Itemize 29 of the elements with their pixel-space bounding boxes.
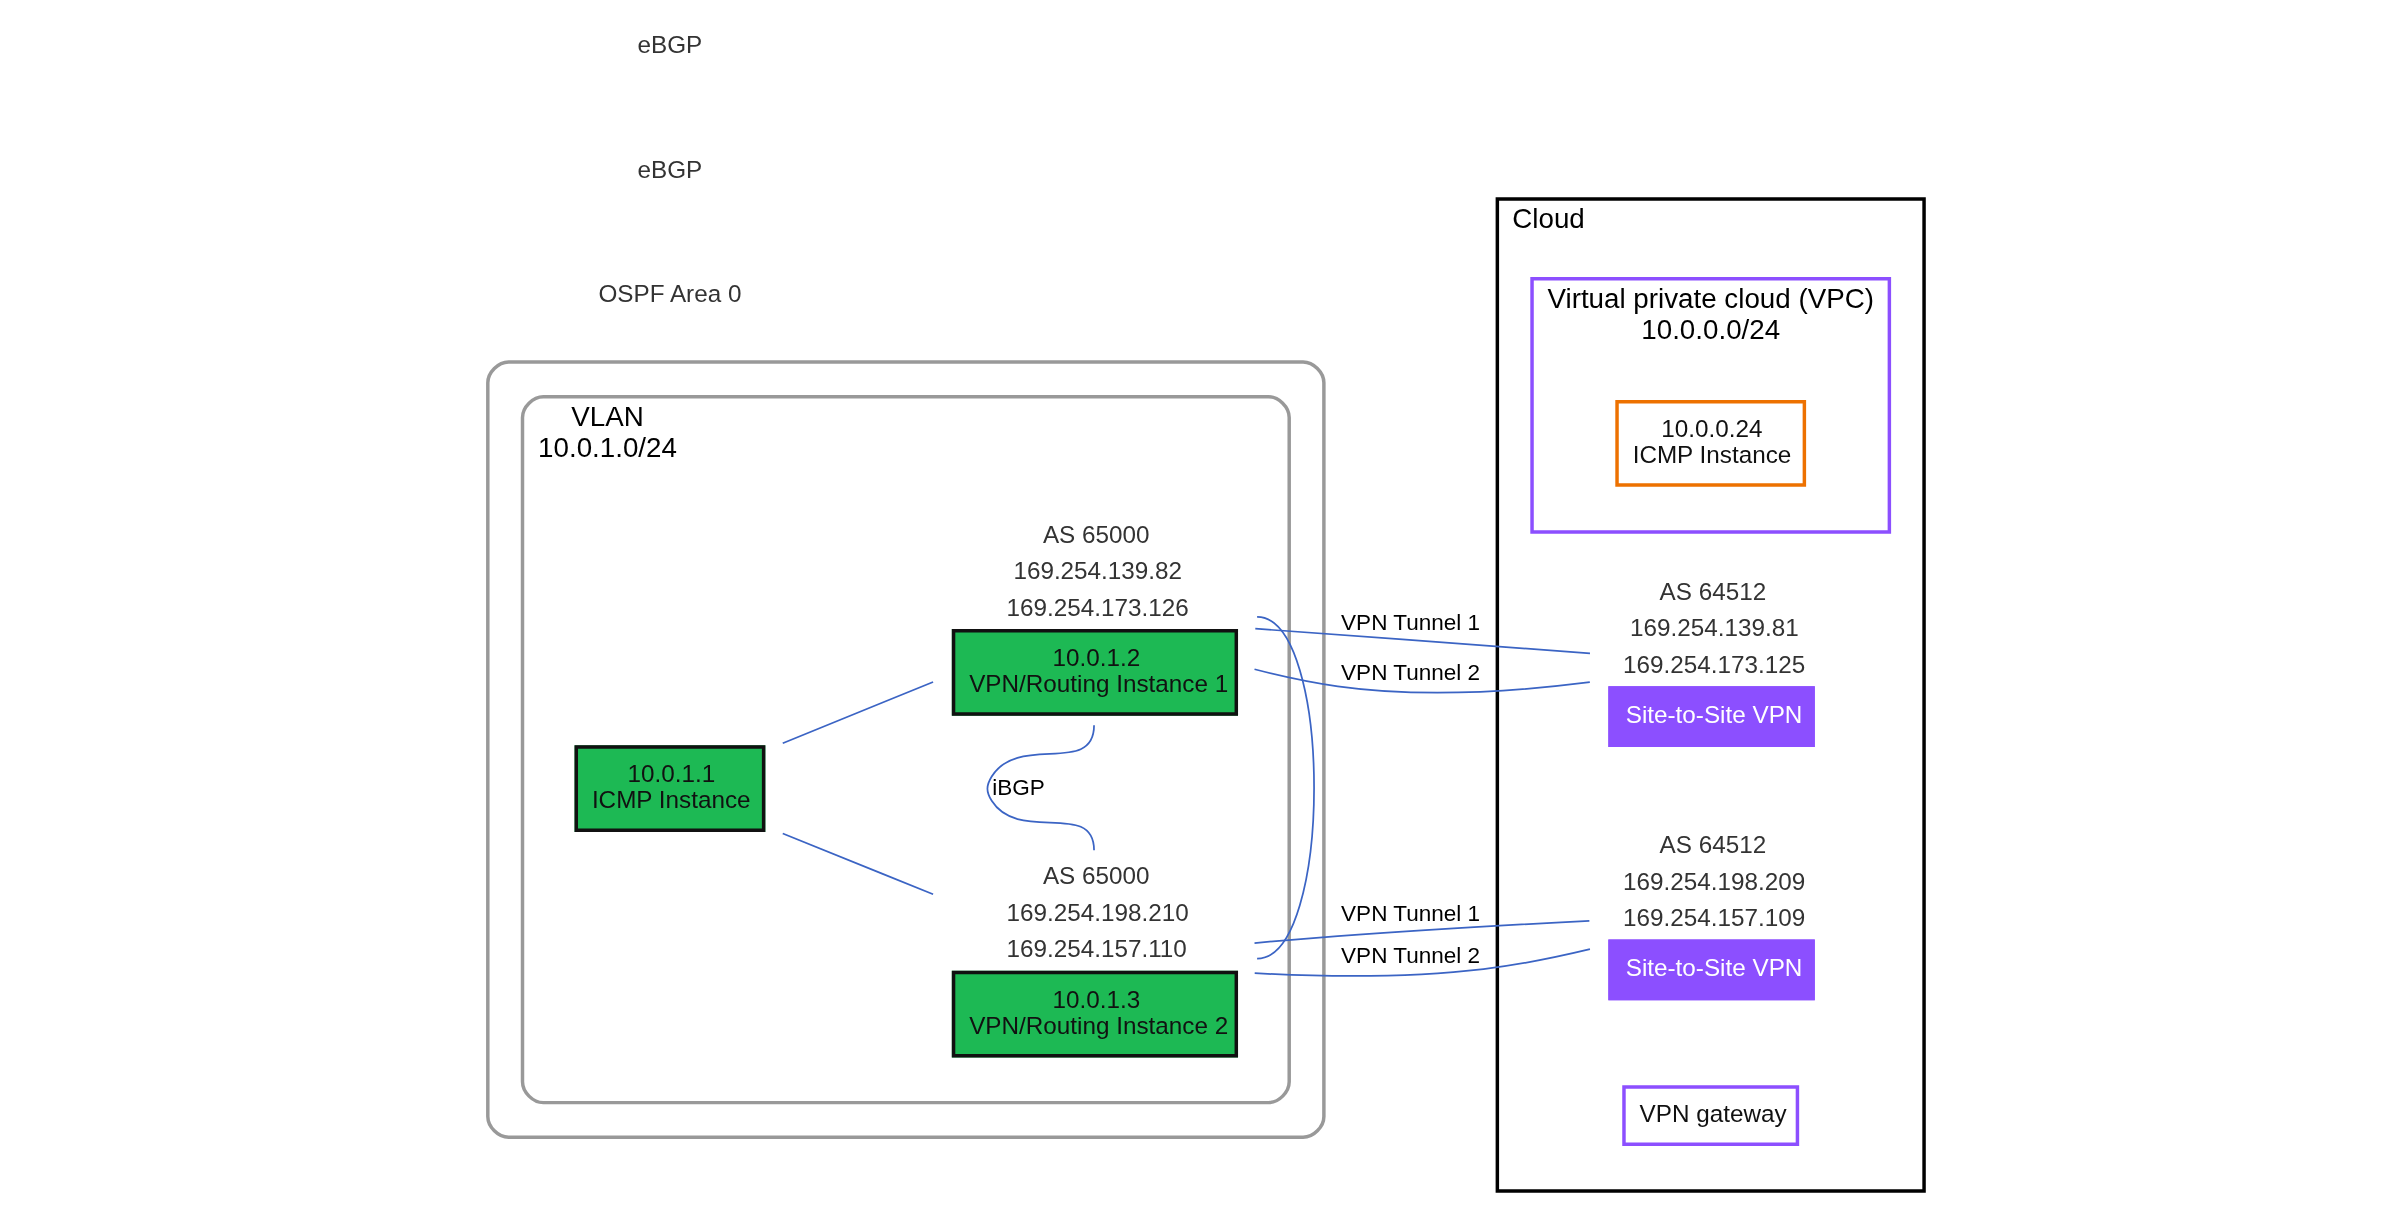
connector	[1256, 616, 1315, 960]
edge-label: iBGP	[992, 774, 1045, 800]
node-label: 169.254.139.81	[1630, 614, 1799, 642]
node-label: 169.254.198.209	[1623, 867, 1806, 895]
node-label: 169.254.157.110	[1006, 935, 1187, 963]
node-label: 169.254.198.210	[1006, 898, 1189, 926]
node-label: 169.254.139.82	[1013, 557, 1183, 585]
connector	[1253, 920, 1591, 944]
node-label: 169.254.157.109	[1623, 904, 1806, 932]
connector	[1254, 627, 1591, 655]
connector	[781, 681, 934, 745]
cluster	[486, 360, 1326, 1140]
edge-label: VPN Tunnel 2	[1341, 660, 1481, 686]
node-label: AS 64512	[1659, 577, 1767, 605]
label: OSPF Area 0	[598, 280, 742, 308]
edge-label: VPN Tunnel 2	[1341, 942, 1481, 968]
node-label: 169.254.173.125	[1623, 650, 1806, 678]
connector	[781, 832, 934, 896]
node-label: AS 65000	[1042, 862, 1150, 890]
label: eBGP	[637, 155, 703, 183]
edge-label: VPN Tunnel 1	[1341, 901, 1481, 927]
node-label: 169.254.173.126	[1006, 593, 1189, 621]
connector	[1253, 948, 1591, 977]
node-label: AS 65000	[1042, 520, 1150, 548]
connector	[1253, 668, 1591, 694]
edge-label: VPN Tunnel 1	[1341, 609, 1481, 635]
connector	[986, 724, 1095, 852]
label: eBGP	[637, 30, 703, 58]
node-label: AS 64512	[1659, 831, 1767, 859]
